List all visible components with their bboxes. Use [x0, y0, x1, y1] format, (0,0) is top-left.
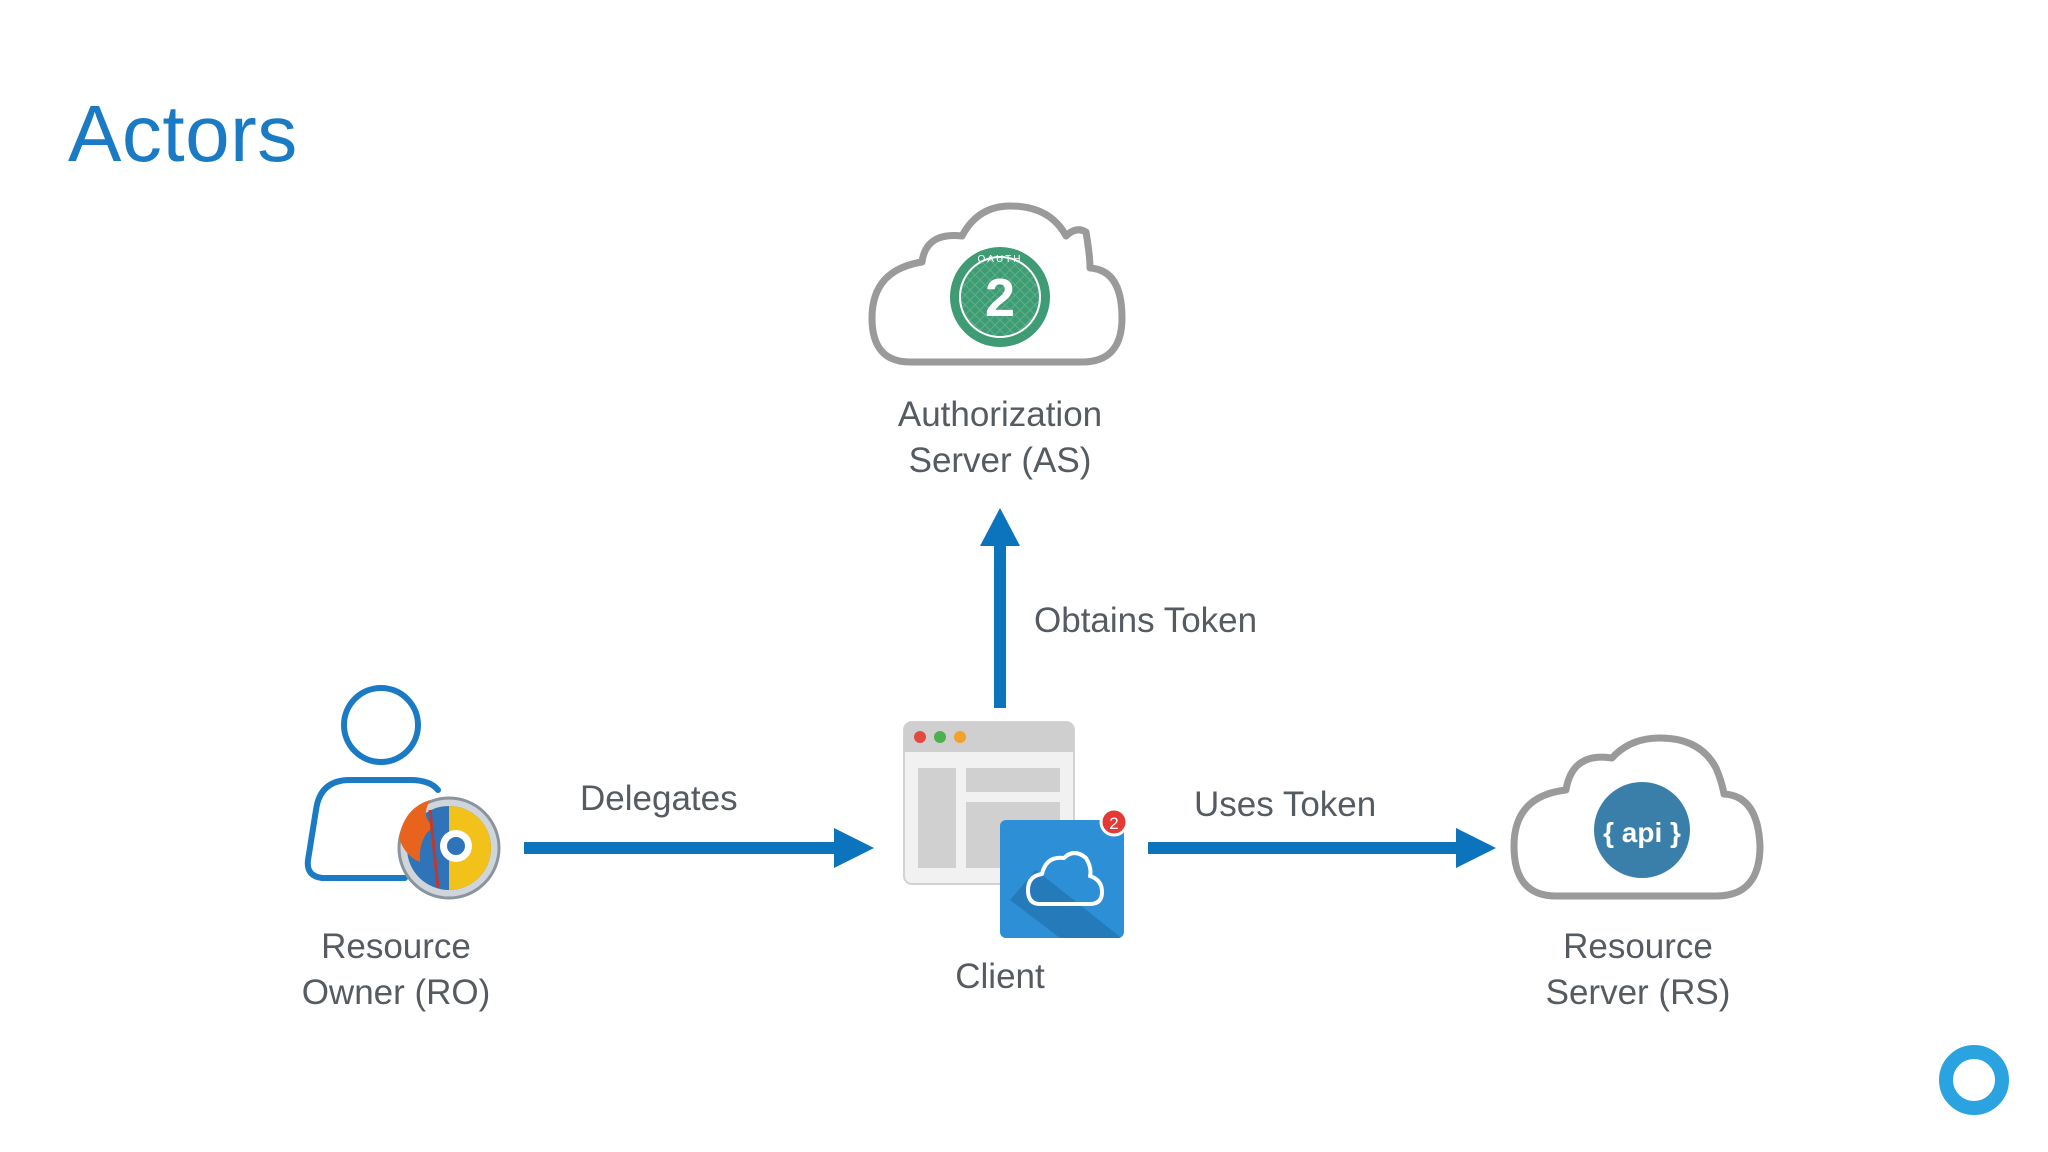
authorization-server-label-line1: Authorization	[897, 395, 1103, 434]
resource-owner-label: Resource Owner (RO)	[276, 924, 516, 1015]
resource-server-label: Resource Server (RS)	[1518, 924, 1758, 1015]
delegates-arrow	[524, 828, 874, 868]
uses-token-arrow	[1148, 828, 1496, 868]
window-minimize-dot	[954, 731, 966, 743]
authorization-server-cloud-icon: OAUTH 2	[868, 202, 1126, 366]
obtains-token-arrow	[980, 508, 1020, 708]
client-label: Client	[900, 954, 1100, 1000]
oauth-logo-icon: OAUTH 2	[950, 247, 1050, 347]
client-app-tile-icon	[1000, 820, 1124, 938]
ring-logo-icon	[1939, 1045, 2009, 1115]
resource-owner-label-line2: Owner (RO)	[301, 972, 491, 1012]
browser-logos-icon	[397, 796, 501, 900]
notification-badge: 2	[1099, 807, 1129, 837]
notification-count: 2	[1109, 814, 1118, 833]
resource-server-label-line2: Server (RS)	[1545, 972, 1731, 1012]
slide-title: Actors	[68, 89, 298, 178]
resource-server-label-line1: Resource	[1563, 927, 1713, 966]
window-maximize-dot	[934, 731, 946, 743]
window-close-dot	[914, 731, 926, 743]
resource-owner-person-icon	[304, 685, 441, 881]
oauth-number: 2	[985, 268, 1015, 328]
delegates-label: Delegates	[580, 779, 738, 818]
obtains-token-label: Obtains Token	[1034, 601, 1258, 640]
oauth-ring-text: OAUTH	[978, 254, 1023, 265]
authorization-server-label-line2: Server (AS)	[908, 440, 1092, 480]
api-badge-text: { api }	[1603, 817, 1681, 848]
resource-owner-label-line1: Resource	[321, 927, 471, 966]
client-label-text: Client	[955, 957, 1045, 996]
api-badge-icon: { api }	[1594, 782, 1690, 878]
resource-server-cloud-icon: { api }	[1510, 734, 1764, 900]
uses-token-label: Uses Token	[1194, 785, 1377, 824]
cloud-glyph-icon	[1026, 851, 1104, 906]
authorization-server-label: Authorization Server (AS)	[880, 392, 1120, 483]
